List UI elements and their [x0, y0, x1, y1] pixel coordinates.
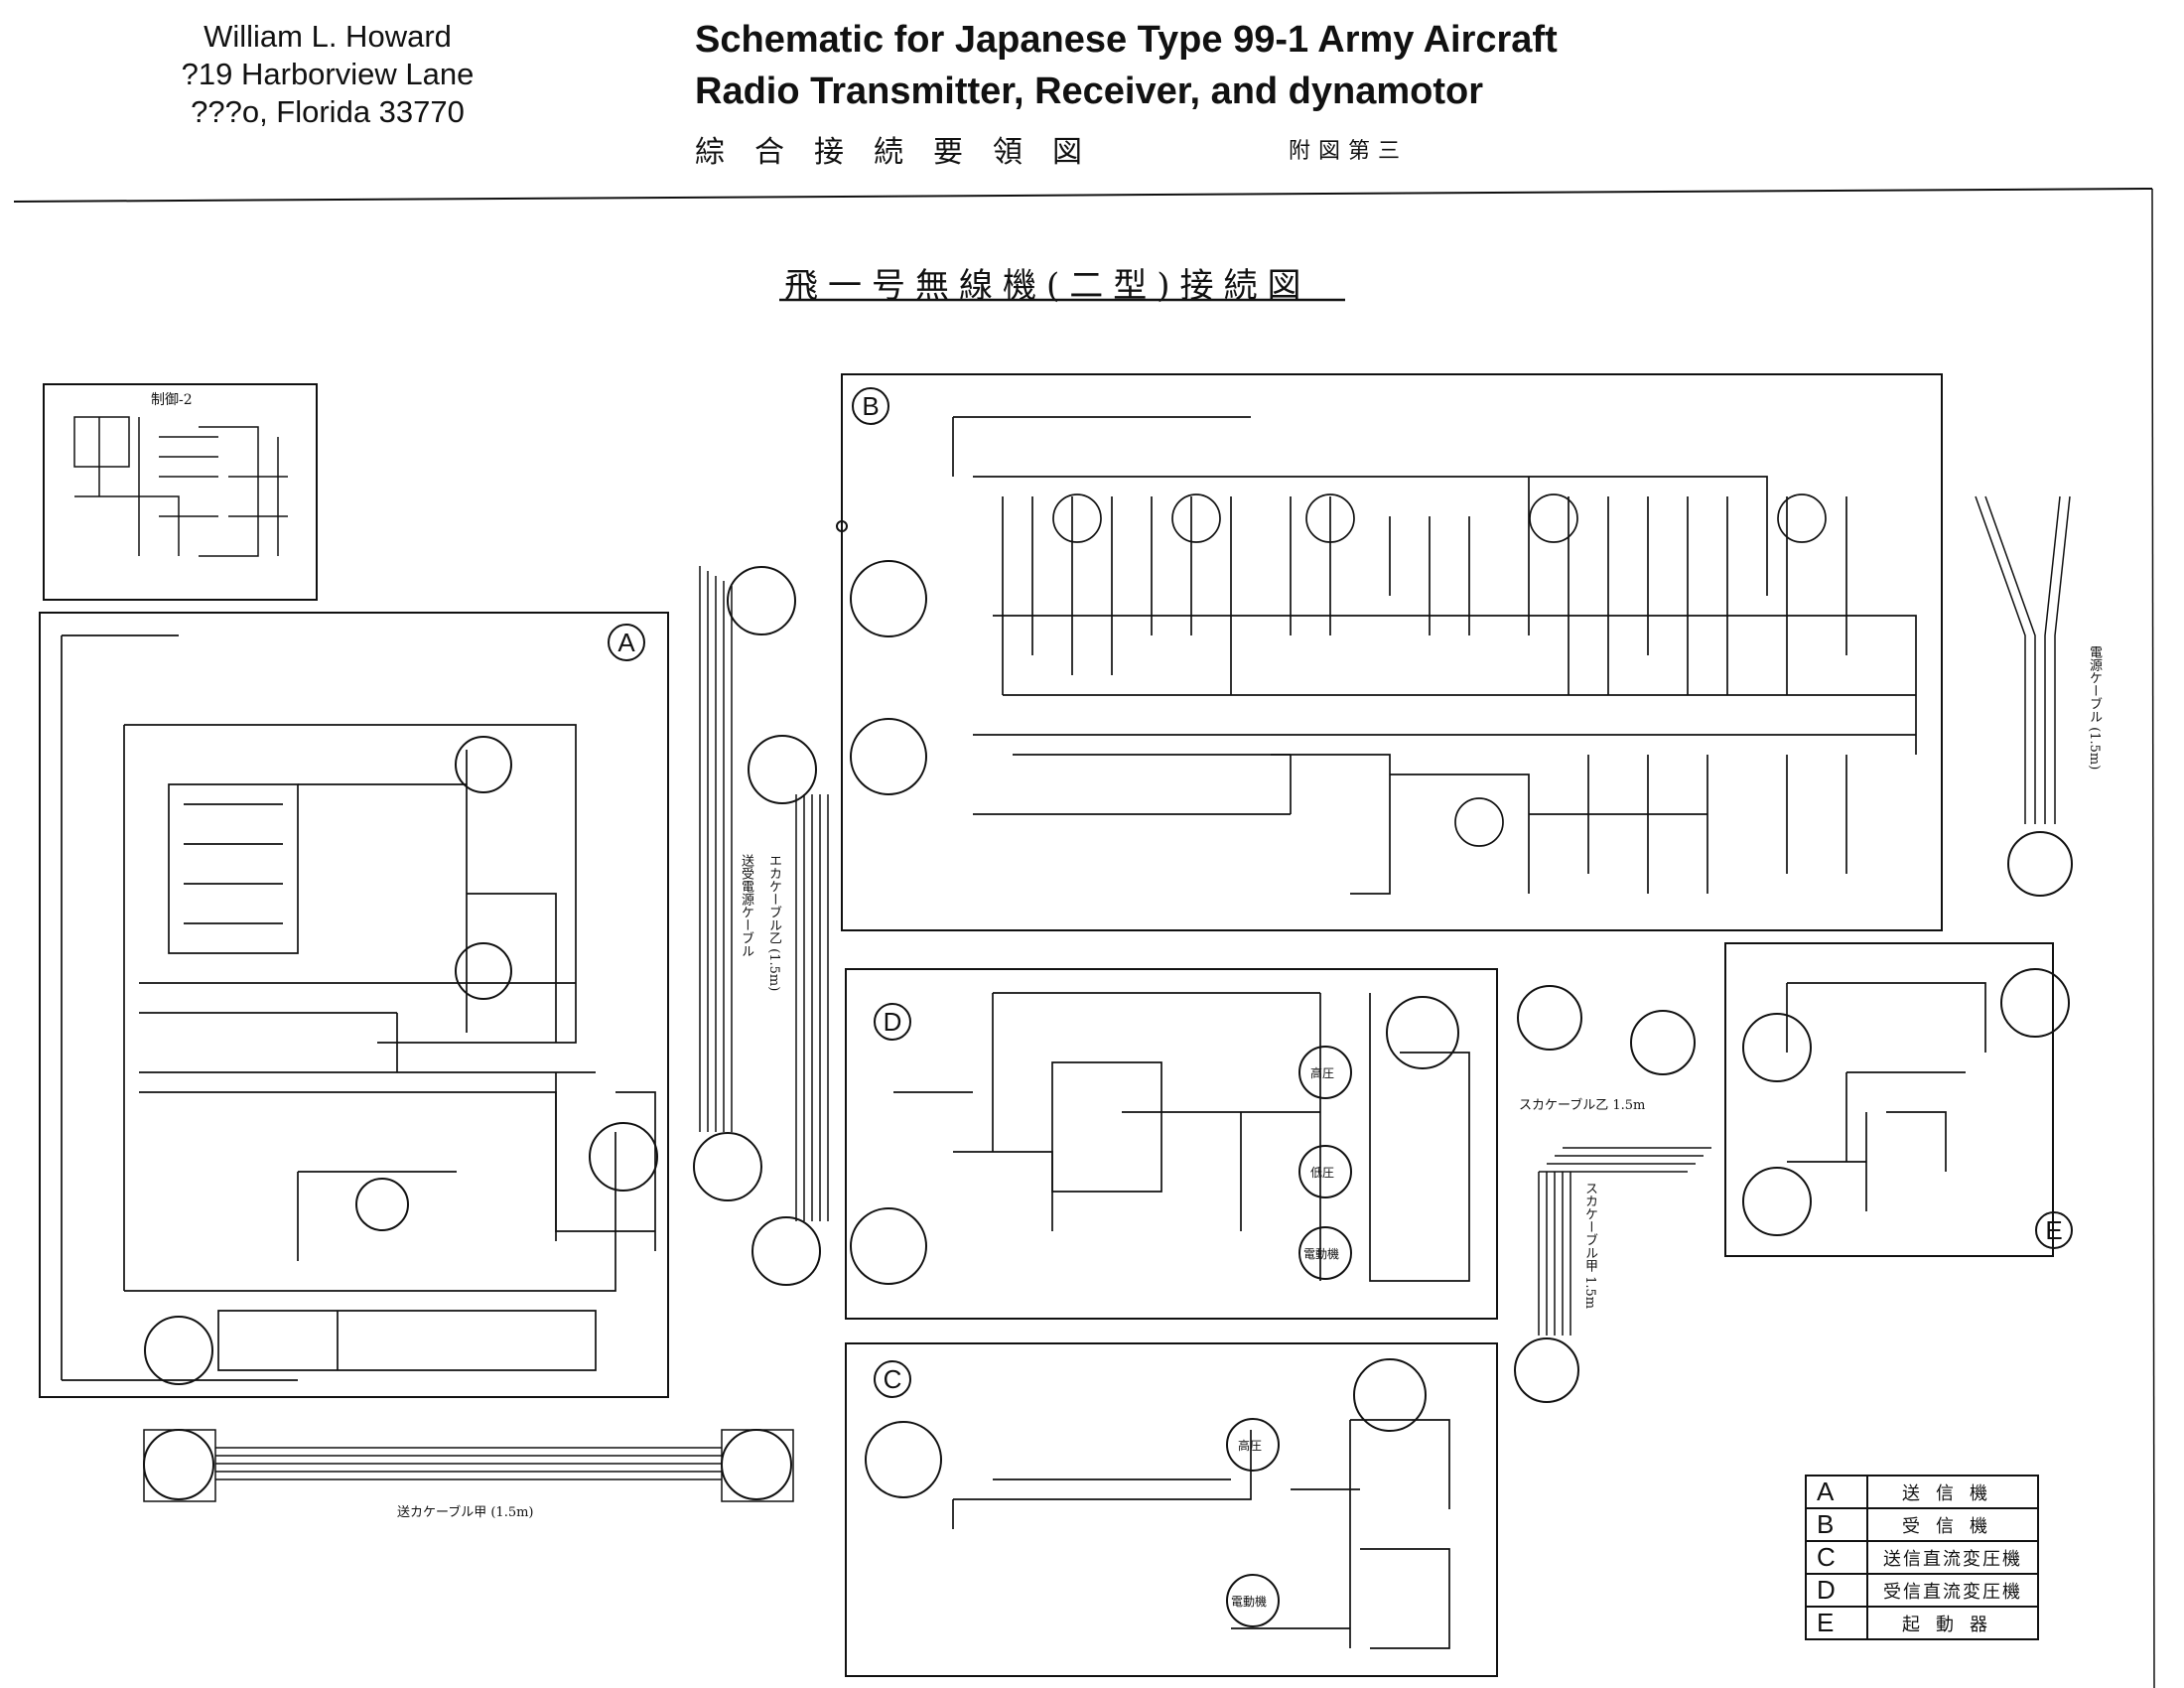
legend-value: 起動器	[1866, 1606, 2039, 1640]
japanese-heading: 綜合接続要領図	[695, 135, 1112, 170]
legend-value: 送信機	[1866, 1475, 2039, 1509]
author-street: ?19 Harborview Lane	[181, 57, 475, 91]
legend-key: E	[1805, 1606, 1868, 1640]
legend-row: C 送信直流変圧機	[1805, 1540, 2039, 1575]
connector-e-1	[2000, 968, 2070, 1038]
dynamotor-d-high	[1298, 1046, 1352, 1099]
author-address: William L. Howard ?19 Harborview Lane ??…	[149, 18, 506, 131]
dynamotor-c-motor	[1226, 1574, 1280, 1627]
cable-mid1-label: 送受電源ケーブル	[739, 854, 753, 957]
header-rule	[13, 188, 2153, 203]
connector-e-3	[1742, 1167, 1812, 1236]
section-b-frame	[841, 373, 1943, 931]
cable-right-low-label: スカケーブル甲 1.5m	[1582, 1182, 1597, 1310]
title-line-1: Schematic for Japanese Type 99-1 Army Ai…	[695, 19, 1558, 61]
socket-b-lower	[850, 718, 927, 795]
title-line-2: Radio Transmitter, Receiver, and dynamot…	[695, 70, 1484, 112]
tube-b1	[1052, 493, 1102, 543]
socket-a-right	[589, 1122, 658, 1192]
connector-mid-top	[727, 566, 796, 635]
section-e-frame	[1724, 942, 2054, 1257]
socket-d-right	[1386, 996, 1459, 1069]
connector-e-2	[1742, 1013, 1812, 1082]
section-c-label: C	[874, 1360, 911, 1398]
connector-r-1	[1517, 985, 1582, 1051]
section-a-label: A	[608, 624, 645, 661]
cable-right-mid-label: スカケーブル乙 1.5m	[1519, 1098, 1646, 1113]
legend-table: A 送信機 B 受信機 C 送信直流変圧機 D 受信直流変圧機 E 起動器	[1805, 1475, 2039, 1640]
socket-c-left	[865, 1421, 942, 1498]
dynamotor-c-high	[1226, 1418, 1280, 1472]
author-city: ???o, Florida 33770	[191, 94, 465, 129]
tube-b4	[1529, 493, 1578, 543]
section-b-wiring	[952, 416, 1917, 895]
cable-right-top-label: 電源ケーブル (1.5m)	[2087, 645, 2102, 771]
author-name: William L. Howard	[204, 19, 452, 54]
section-b-label: B	[852, 387, 889, 425]
connector-bottom-left	[143, 1429, 214, 1500]
motor-d-low-label: 低圧	[1310, 1166, 1335, 1180]
legend-row: E 起動器	[1805, 1606, 2039, 1640]
connector-mid-lower	[693, 1132, 762, 1201]
tube-a3	[355, 1178, 409, 1231]
cable-mid-wires	[699, 566, 829, 1221]
section-e-wiring	[1786, 982, 1986, 1211]
tube-a2	[455, 942, 512, 1000]
motor-c-dyn-label: 電動機	[1231, 1595, 1268, 1609]
tube-b2	[1171, 493, 1221, 543]
cable-bottom-label: 送カケーブル甲 (1.5m)	[397, 1505, 534, 1520]
socket-c-right	[1353, 1358, 1427, 1432]
motor-d-dyn-label: 電動機	[1303, 1247, 1340, 1261]
connector-r-top	[2007, 831, 2073, 897]
cable-right-wires	[1538, 495, 2071, 1336]
control-box-label: 制御-2	[151, 392, 193, 408]
motor-c-high-label: 高圧	[1238, 1439, 1263, 1453]
legend-row: B 受信機	[1805, 1507, 2039, 1542]
tube-b5	[1777, 493, 1827, 543]
section-a-frame	[39, 612, 669, 1398]
dynamotor-d-low	[1298, 1145, 1352, 1198]
page-title: Schematic for Japanese Type 99-1 Army Ai…	[695, 14, 1787, 117]
connector-bottom-right	[721, 1429, 792, 1500]
section-b-tubes	[1052, 493, 1827, 847]
connector-r-2	[1630, 1010, 1696, 1075]
connector-mid-bottom	[751, 1216, 821, 1286]
dynamotor-d-motor	[1298, 1226, 1352, 1280]
tube-b6	[1454, 797, 1504, 847]
tube-a1	[455, 736, 512, 793]
section-c-frame	[845, 1342, 1498, 1677]
section-a-wiring	[61, 634, 656, 1381]
socket-b-upper	[850, 560, 927, 637]
legend-key: D	[1805, 1573, 1868, 1608]
section-d-wiring	[893, 992, 1470, 1282]
legend-key: C	[1805, 1540, 1868, 1575]
legend-value: 送信直流変圧機	[1866, 1540, 2039, 1575]
legend-key: A	[1805, 1475, 1868, 1509]
motor-d-high-label: 高圧	[1310, 1066, 1335, 1080]
legend-row: A 送信機	[1805, 1475, 2039, 1509]
legend-value: 受信機	[1866, 1507, 2039, 1542]
section-d-label: D	[874, 1003, 911, 1041]
tube-b3	[1305, 493, 1355, 543]
socket-a-bottom	[144, 1316, 213, 1385]
socket-d-left	[850, 1207, 927, 1285]
section-c-wiring	[952, 1419, 1450, 1649]
cable-mid2-label: エカケーブル乙 (1.5m)	[766, 854, 781, 992]
legend-value: 受信直流変圧機	[1866, 1573, 2039, 1608]
legend-key: B	[1805, 1507, 1868, 1542]
cable-bottom-wires	[215, 1447, 722, 1480]
connector-mid-upper	[748, 735, 817, 804]
section-e-label: E	[2035, 1211, 2073, 1249]
control-box-frame	[43, 383, 318, 601]
legend-row: D 受信直流変圧機	[1805, 1573, 2039, 1608]
annex-label: 附図第三	[1289, 139, 1409, 164]
section-d-frame	[845, 968, 1498, 1320]
connector-r-3	[1514, 1337, 1579, 1403]
